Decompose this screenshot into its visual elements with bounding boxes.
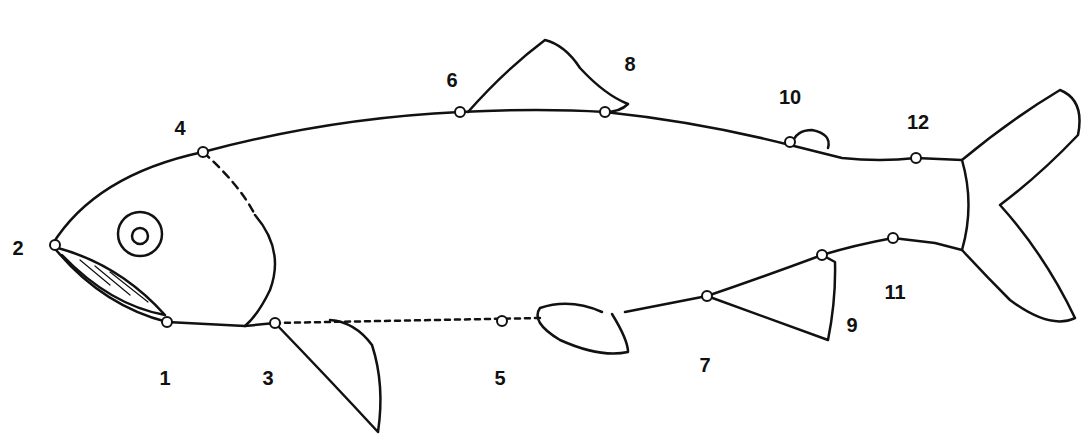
landmark-point <box>455 107 465 117</box>
callout-number: 4 <box>174 118 185 138</box>
callout-number: 2 <box>12 238 23 258</box>
body-outline <box>625 238 962 312</box>
callout-number: 9 <box>846 315 857 335</box>
pupil <box>132 228 148 244</box>
landmark-point <box>198 147 208 157</box>
body-outline <box>52 245 275 326</box>
body-outline <box>52 110 962 245</box>
operculum <box>203 152 255 215</box>
dorsal-fin <box>468 40 628 112</box>
landmark-point <box>50 240 60 250</box>
landmark-point <box>888 233 898 243</box>
pelvic-fin <box>538 304 629 354</box>
operculum <box>245 215 275 326</box>
callout-number: 10 <box>779 87 801 107</box>
anal-fin <box>707 255 835 340</box>
mouth <box>58 248 165 315</box>
landmark-point <box>270 318 280 328</box>
landmark-point <box>817 250 827 260</box>
landmark-point <box>702 291 712 301</box>
mouth-hatch <box>80 260 148 302</box>
landmark-point <box>600 107 610 117</box>
pectoral-fin <box>275 320 380 432</box>
landmark-point <box>497 316 507 326</box>
callout-number: 12 <box>907 112 929 132</box>
landmark-point <box>911 153 921 163</box>
caudal-fin <box>962 90 1080 321</box>
landmark-point <box>785 137 795 147</box>
landmark-point <box>162 317 172 327</box>
callout-number: 11 <box>884 282 905 302</box>
callout-number: 6 <box>446 70 457 90</box>
callout-number: 7 <box>699 355 710 375</box>
callout-number: 3 <box>262 368 273 388</box>
callout-number: 8 <box>624 54 635 74</box>
callout-number: 1 <box>159 368 170 388</box>
callout-number: 5 <box>494 368 505 388</box>
adipose-fin <box>792 130 829 148</box>
eye <box>118 212 162 256</box>
